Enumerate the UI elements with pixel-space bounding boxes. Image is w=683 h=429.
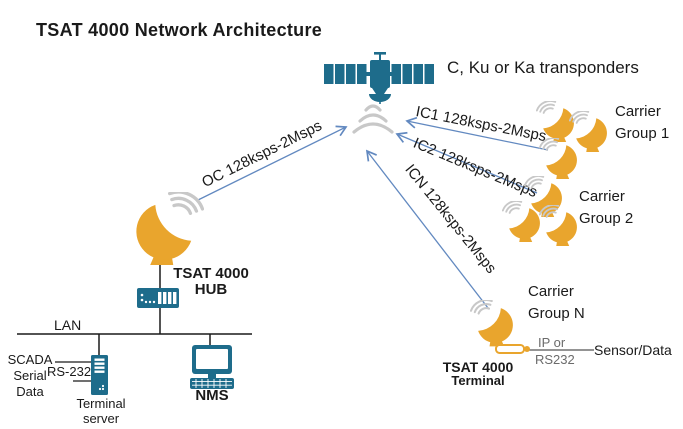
terminal-server-label: Terminal server — [76, 396, 126, 426]
icn-arrow — [365, 149, 489, 309]
scada-label: SCADA Serial Data — [7, 352, 53, 399]
hub-dish-icon — [122, 192, 204, 274]
terminal-label: TSAT 4000 Terminal — [442, 359, 514, 388]
nms-computer-icon — [190, 345, 234, 389]
ic2-arrow — [395, 131, 538, 194]
iface-rs232-label: RS232 — [535, 352, 575, 367]
transponders-label: C, Ku or Ka transponders — [447, 58, 639, 77]
hub-label: TSAT 4000 HUB — [173, 265, 249, 298]
oc-arrow — [195, 125, 348, 202]
iface-ip-label: IP or — [538, 335, 566, 350]
signal-waves-icon — [352, 104, 394, 134]
hub-rack-icon — [137, 288, 179, 308]
nms-label: NMS — [195, 387, 229, 404]
carrier-group-n-label: Carrier Group N — [528, 283, 585, 322]
page-title: TSAT 4000 Network Architecture — [36, 20, 323, 40]
terminal-modem-icon — [495, 344, 530, 354]
sensor-data-label: Sensor/Data — [594, 342, 672, 358]
ic1-arrow — [405, 116, 549, 151]
terminal-server-icon — [91, 355, 108, 395]
rs232-label: RS-232 — [47, 364, 92, 379]
carrier-group-1-label: Carrier Group 1 — [615, 103, 670, 142]
lan-label: LAN — [54, 317, 82, 333]
satellite-icon — [324, 52, 434, 104]
carrier-group-2-label: Carrier Group 2 — [579, 188, 634, 227]
